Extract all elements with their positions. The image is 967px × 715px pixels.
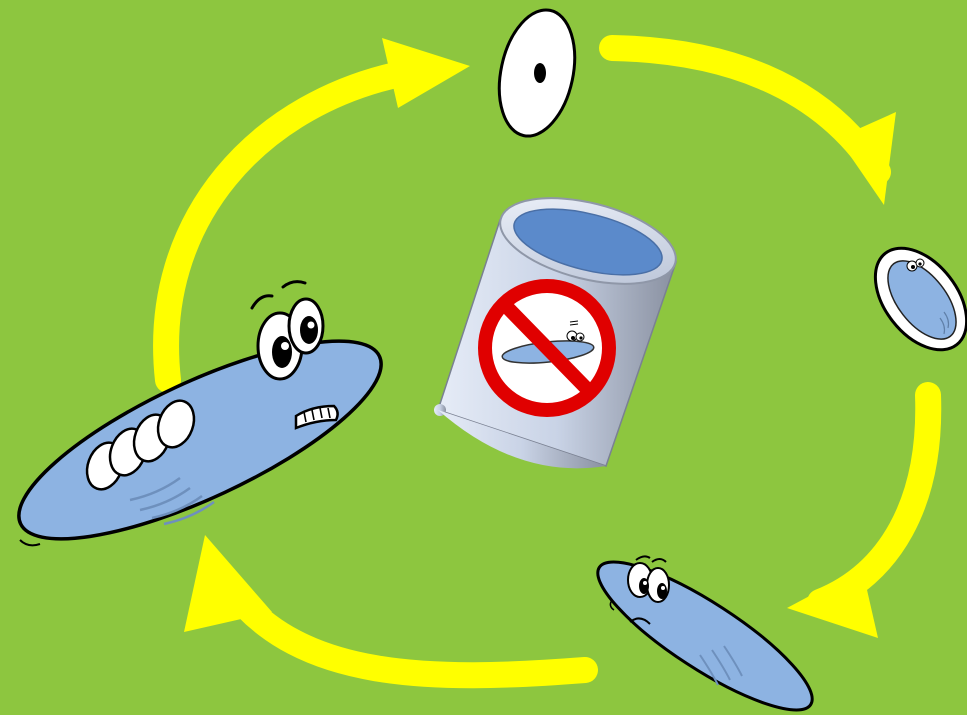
- prohibition-sign: [485, 286, 609, 410]
